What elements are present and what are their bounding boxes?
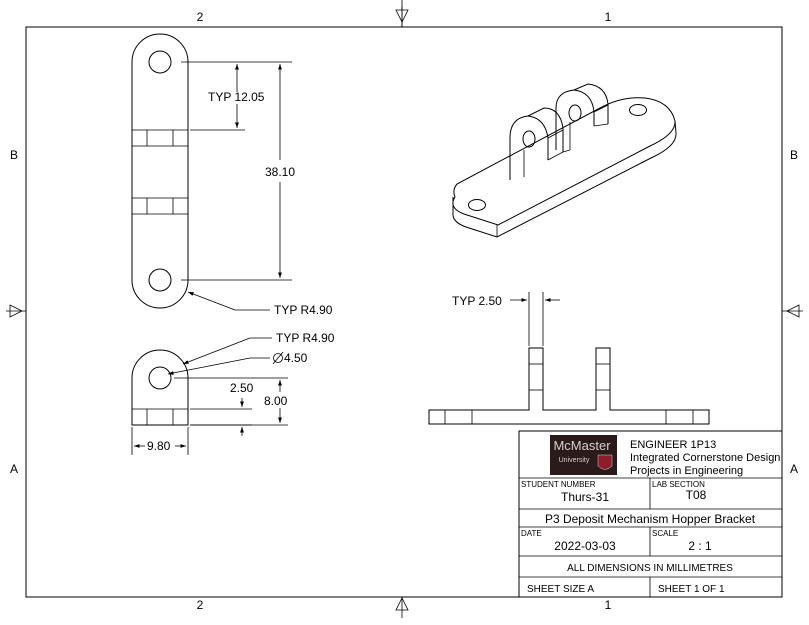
dimension-8-00: 8.00 [190, 380, 288, 426]
dimension-2-50-text: 2.50 [230, 381, 254, 395]
zone-label-left-b: B [10, 148, 18, 162]
side-view [131, 349, 189, 426]
zone-label-bottom-2: 2 [197, 598, 204, 612]
centering-mark-left [6, 304, 26, 318]
program-line-1: Integrated Cornerstone Design [630, 452, 780, 464]
centering-mark-bottom [395, 597, 409, 618]
dimension-9-80: 9.80 [131, 427, 189, 455]
diameter-icon [272, 351, 284, 365]
leader-typ-r490-side: TYP R4.90 [182, 331, 335, 365]
dimension-38-10: 38.10 [181, 63, 295, 281]
leader-hole-diameter-text: 4.50 [284, 351, 308, 365]
front-view [428, 347, 710, 425]
units-note: ALL DIMENSIONS IN MILLIMETRES [567, 563, 733, 574]
leader-typ-r490-top-text: TYP R4.90 [274, 303, 333, 317]
title-block: McMaster University ENGINEER 1P13 Integr… [518, 430, 783, 598]
centering-mark-right [782, 304, 803, 318]
leader-typ-r490-side-text: TYP R4.90 [276, 331, 335, 345]
zone-label-right-b: B [790, 148, 798, 162]
zone-label-top-1: 1 [605, 10, 612, 24]
dimension-9-80-text: 9.80 [147, 439, 171, 453]
dimension-typ-2-50-text: TYP 2.50 [452, 294, 502, 308]
leader-typ-r490-top: TYP R4.90 [187, 291, 333, 317]
zone-label-bottom-1: 1 [605, 598, 612, 612]
drawing-border [25, 26, 783, 598]
program-line-2: Projects in Engineering [630, 465, 743, 477]
logo-wordmark: McMaster [553, 438, 611, 453]
leader-hole-diameter: 4.50 [167, 351, 308, 375]
scale-label: SCALE [652, 529, 678, 538]
lab-section-label: LAB SECTION [652, 480, 705, 489]
date-value: 2022-03-03 [554, 539, 616, 553]
date-label: DATE [521, 529, 542, 538]
student-number-value: Thurs-31 [561, 490, 609, 504]
zone-label-right-a: A [790, 462, 798, 476]
dimension-38-10-text: 38.10 [265, 165, 295, 179]
sheet-size: SHEET SIZE A [527, 584, 594, 595]
student-number-label: STUDENT NUMBER [521, 480, 596, 489]
centering-mark-top [395, 6, 409, 27]
lab-section-value: T08 [686, 488, 707, 502]
sheet-count: SHEET 1 OF 1 [658, 584, 725, 595]
dimension-8-00-text: 8.00 [264, 394, 288, 408]
part-title: P3 Deposit Mechanism Hopper Bracket [545, 512, 756, 526]
dimension-typ-2-50: TYP 2.50 [452, 292, 560, 346]
top-view [131, 33, 189, 309]
zone-label-top-2: 2 [197, 10, 204, 24]
logo-subtitle: University [559, 457, 590, 464]
zone-label-left-a: A [10, 462, 18, 476]
scale-value: 2 : 1 [688, 539, 712, 553]
dimension-typ-12-05: TYP 12.05 [181, 61, 292, 131]
dimension-typ-12-05-text: TYP 12.05 [208, 90, 265, 104]
crest-icon [597, 454, 613, 470]
course-title: ENGINEER 1P13 [630, 439, 716, 451]
mcmaster-logo: McMaster University [550, 435, 617, 475]
isometric-view [452, 83, 677, 238]
